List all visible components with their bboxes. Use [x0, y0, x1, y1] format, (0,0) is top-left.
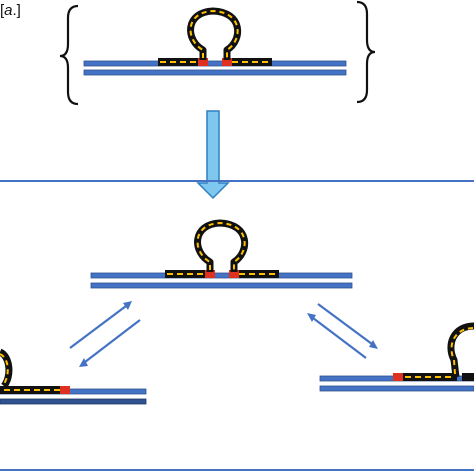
br-probe-stem	[393, 373, 403, 381]
probe-loop	[194, 219, 249, 272]
right-curly-bracket	[356, 0, 376, 104]
br-probe-stem-right	[462, 373, 474, 381]
right-forward-arrowhead	[369, 340, 378, 349]
left-back-arrow-line	[84, 319, 141, 363]
probe-stem-left	[198, 58, 208, 66]
top-hairpin-probe	[158, 7, 272, 66]
left-back-arrowhead	[79, 358, 88, 367]
down-arrow-icon	[196, 110, 230, 200]
right-back-arrow-line	[312, 317, 367, 359]
left-curly-bracket	[59, 4, 79, 106]
br-strand-lower	[319, 385, 474, 392]
right-forward-arrow-line	[317, 303, 373, 345]
probe-stem-right	[222, 58, 232, 66]
middle-hairpin-probe	[165, 219, 279, 278]
bl-strand-lower	[0, 398, 147, 405]
panel-label: [a.]	[0, 2, 21, 19]
left-equilibrium-arrows	[69, 301, 141, 367]
bl-probe-stem	[60, 386, 70, 394]
right-back-arrowhead	[307, 313, 316, 322]
panel-label-close: .]	[12, 2, 21, 19]
bl-probe-loop-dashes	[0, 353, 9, 385]
panel-label-open: [	[0, 2, 5, 19]
probe-loop-dashes	[196, 221, 246, 270]
top-strand-upper	[83, 60, 347, 67]
top-strand-lower	[83, 69, 347, 76]
bottom-left-duplex	[0, 348, 147, 405]
bl-probe-loop	[0, 348, 13, 389]
top-duplex	[83, 60, 347, 76]
middle-duplex	[90, 272, 353, 289]
left-forward-arrow-line	[69, 305, 127, 349]
panel-label-letter: a	[4, 2, 13, 19]
probe-loop-dashes	[189, 9, 239, 58]
probe-stem-right	[229, 270, 239, 278]
probe-loop	[187, 7, 242, 60]
bl-strand-upper	[0, 388, 147, 395]
middle-strand-upper	[90, 272, 353, 279]
bottom-right-duplex	[319, 322, 474, 392]
br-probe-loop	[447, 322, 474, 378]
right-equilibrium-arrows	[307, 303, 378, 359]
probe-stem-left	[205, 270, 215, 278]
left-forward-arrowhead	[123, 301, 132, 310]
br-probe-loop-dashes	[450, 327, 474, 375]
middle-strand-lower	[90, 282, 353, 289]
